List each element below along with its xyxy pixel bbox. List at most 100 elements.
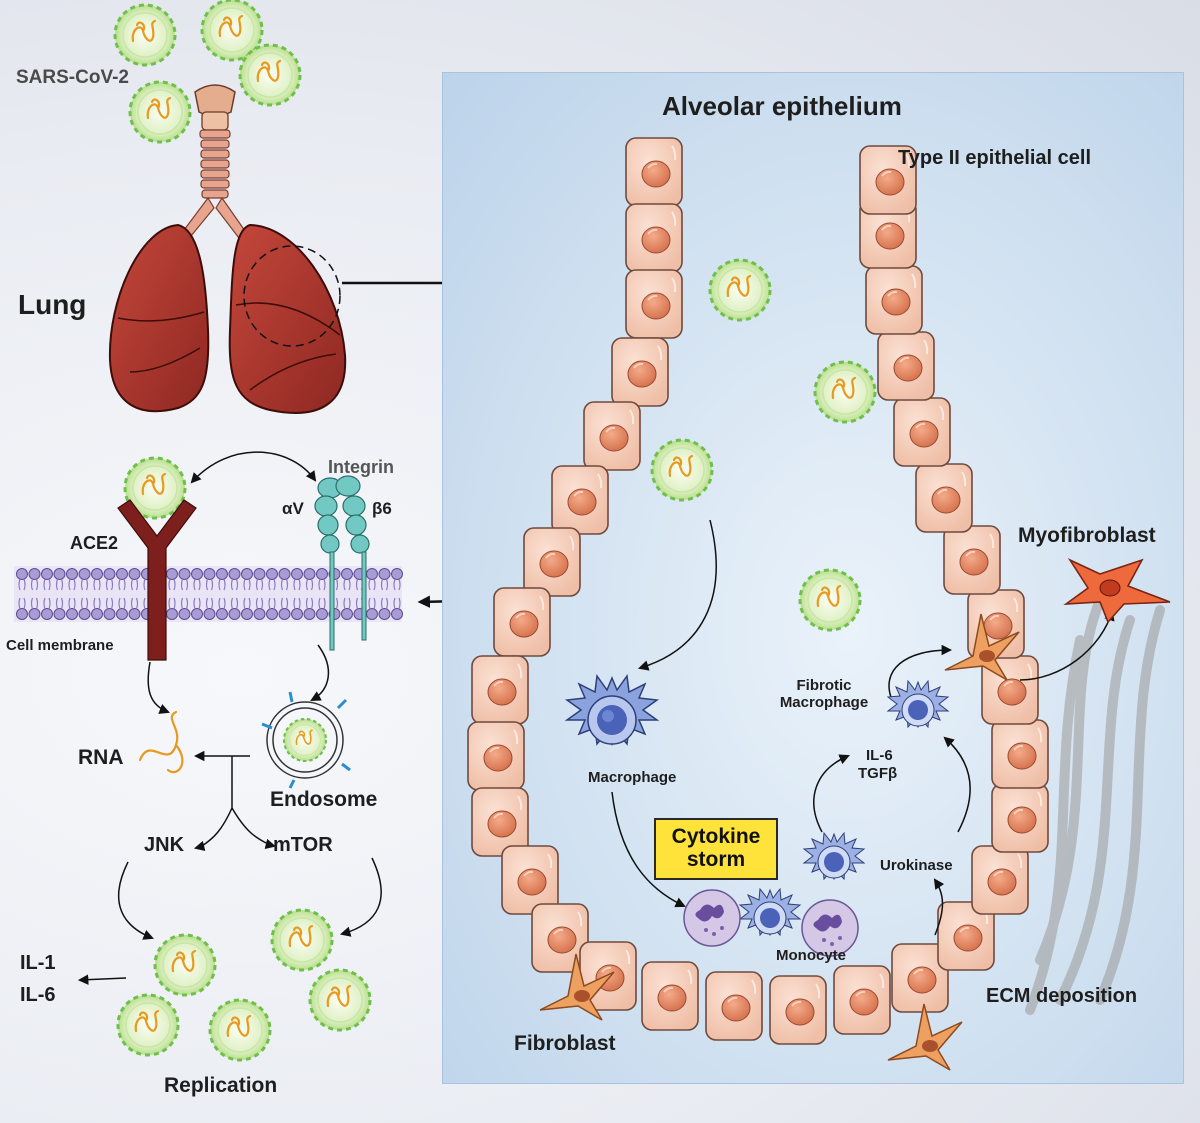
lipid-head [53,568,66,580]
lipid-tail [43,597,51,610]
arrow-to-myofibroblast [1019,609,1115,681]
lipid-head [266,568,278,580]
tgfb-label: TGFβ [858,765,898,782]
lipid-tail [18,578,26,591]
arrow-virus-to-macrophage [637,519,717,671]
epithelial-cell [625,137,683,207]
lipid-head [391,568,403,580]
monocyte-icon [739,888,801,936]
lipid-head [128,568,141,580]
fibroblast-label: Fibroblast [514,1032,616,1055]
arrow-monocyte-up [813,754,850,833]
epithelial-cell [471,655,529,725]
lipid-head [203,608,216,620]
lipid-tail [30,597,39,610]
lipid-tail [105,578,114,591]
lipid-tail [168,578,176,591]
lipid-tail [118,578,126,591]
lung-label: Lung [18,289,87,320]
epithelial-cell [991,783,1049,853]
lipid-head [191,608,203,620]
lipid-head [66,608,78,620]
epithelial-cell [991,719,1049,789]
lipid-tail [368,597,376,610]
lipid-tail [55,578,64,591]
lipid-tail [243,597,251,610]
lipid-head [178,608,191,620]
lipid-tail [380,578,389,591]
lipid-tail [243,578,251,591]
epithelial-cell [551,465,609,535]
lipid-head [341,568,353,580]
alpha-v-label: αV [282,499,304,518]
lipid-head [16,608,28,620]
lipid-tail [318,578,326,591]
lipid-head [216,568,228,580]
lipid-head [278,608,291,620]
type2-label: Type II epithelial cell [898,147,1092,169]
monocyte-icon [803,832,865,880]
myofibroblast-icon [1063,558,1171,624]
lipid-head [316,608,328,620]
lipid-tail [293,578,301,591]
lipid-head [116,608,128,620]
lipid-head [241,608,253,620]
lipid-head [41,608,53,620]
macrophage-label: Macrophage [588,769,677,786]
lipid-tail [80,597,89,610]
lipid-head [78,608,91,620]
lipid-tail [168,597,176,610]
mtor-label: mTOR [273,834,333,856]
lipid-tail [80,578,89,591]
endosome-icon [261,691,351,789]
lipid-tail [55,597,64,610]
ecm-fiber-icon [1025,595,1165,1015]
il6-left-label: IL-6 [20,984,56,1006]
lipid-head [378,568,391,580]
lipid-head [303,608,316,620]
epithelial-cell [971,845,1029,915]
arrow-membrane-to-rna [147,661,170,714]
lipid-head [191,568,203,580]
arrow-mtor-to-replication [339,857,382,937]
integrin-label: Integrin [328,457,394,477]
lipid-head [116,568,128,580]
virus-label: SARS-CoV-2 [16,67,129,88]
il6-right-label: IL-6 [866,747,893,764]
lipid-head [203,568,216,580]
lipid-head [241,568,253,580]
lipid-tail [68,597,76,610]
lipid-tail [255,597,264,610]
lipid-head [66,568,78,580]
lipid-head [41,568,53,580]
lipid-tail [293,597,301,610]
lipid-head [316,568,328,580]
lipid-tail [255,578,264,591]
lipid-tail [268,578,276,591]
lipid-tail [93,597,101,610]
lipid-tail [368,578,376,591]
lipid-tail [230,597,239,610]
lipid-head [28,608,41,620]
arrow-membrane-to-endosome [310,644,330,702]
lipid-head [291,568,303,580]
lipid-tail [105,597,114,610]
lipid-tail [393,597,401,610]
lipid-tail [218,578,226,591]
neutrophil-icon [683,889,741,947]
lung-icon [108,84,347,414]
lipid-tail [318,597,326,610]
lipid-tail [393,578,401,591]
virus-integrin-link-arrow [190,451,317,484]
arrow-jnk-to-replication [118,861,154,940]
epithelial-cell [877,331,935,401]
epithelial-cell [705,971,763,1041]
lipid-head [178,568,191,580]
epithelial-cell [943,525,1001,595]
arrow-to-interleukins [77,974,127,985]
replication-label: Replication [164,1074,278,1097]
lipid-tail [180,578,189,591]
lipid-tail [180,597,189,610]
lipid-tail [193,597,201,610]
